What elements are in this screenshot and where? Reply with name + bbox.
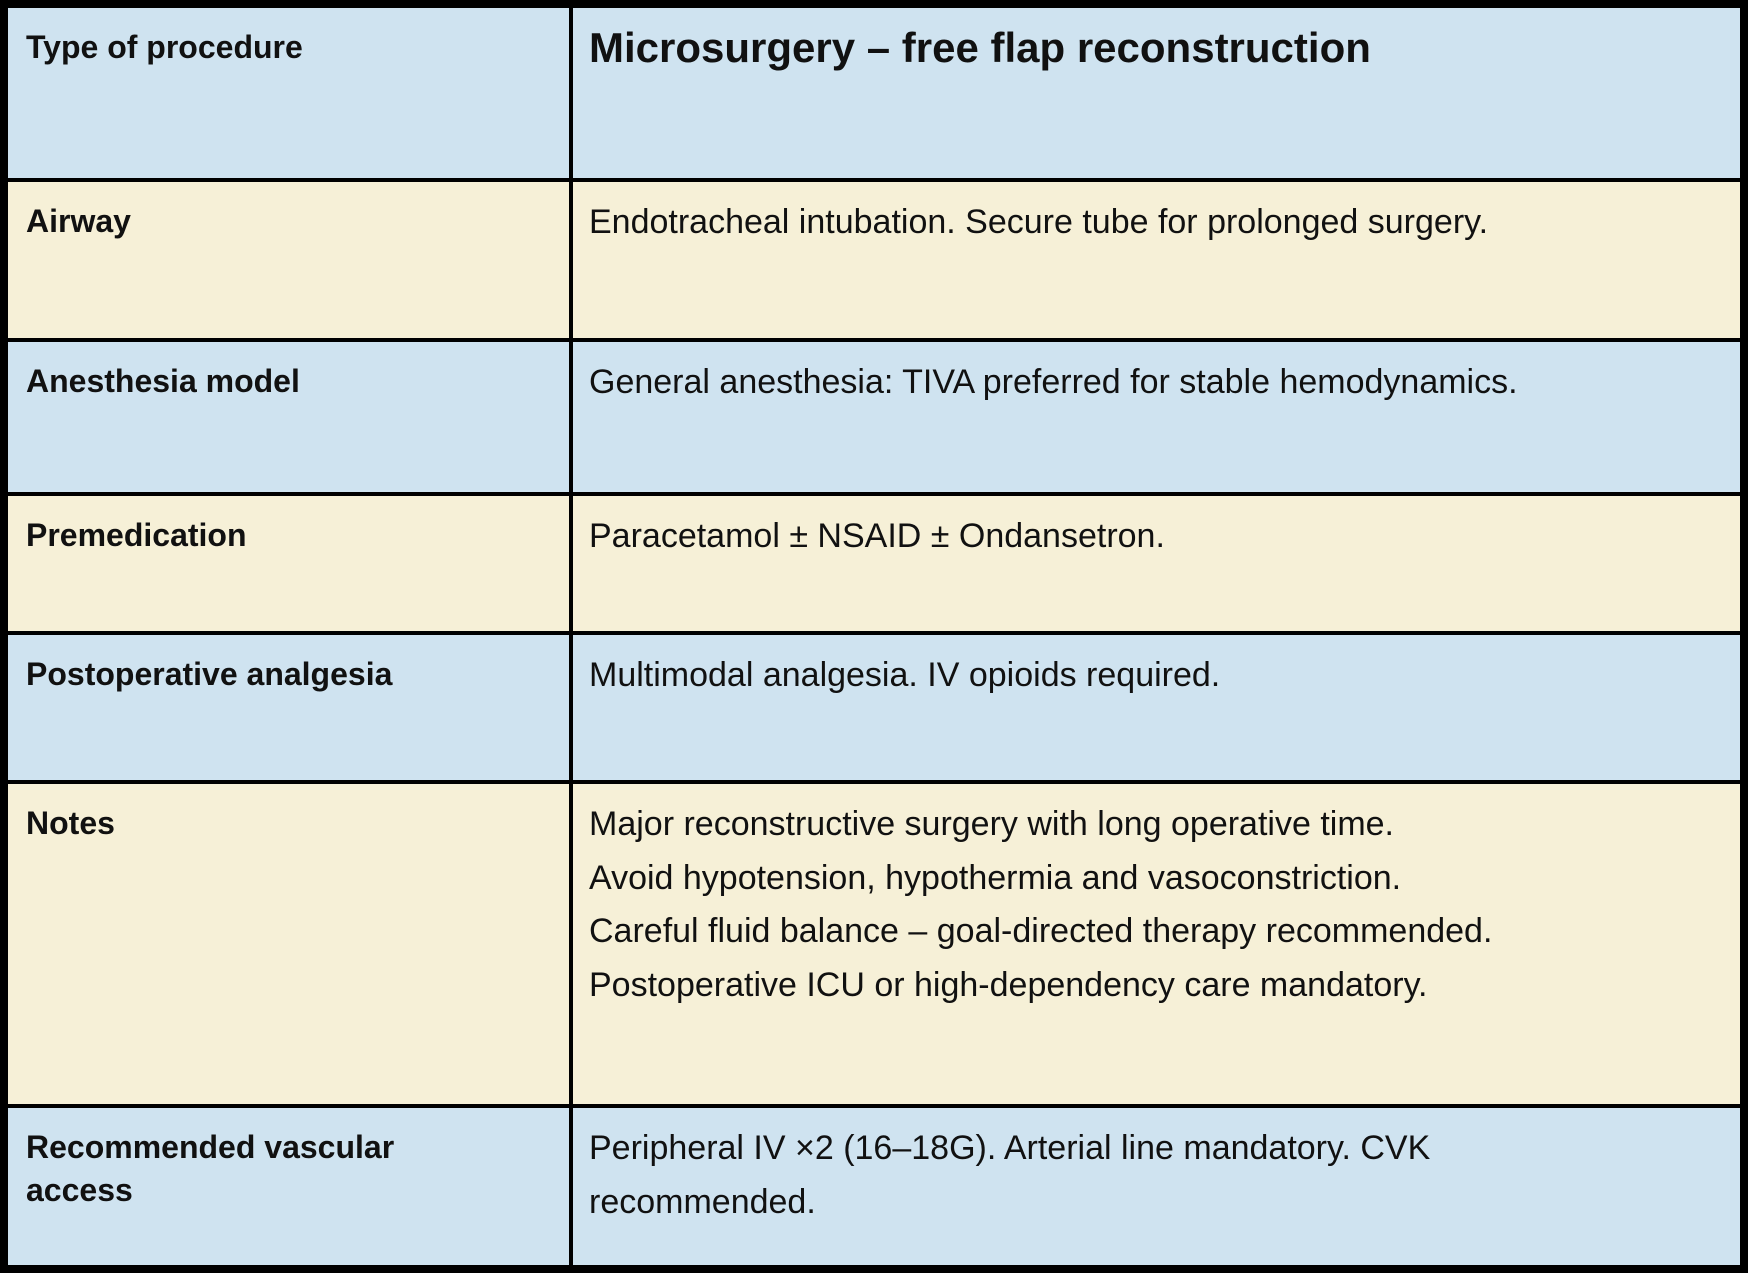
row-value-notes: Major reconstructive surgery with long o… — [569, 779, 1746, 1108]
table-row-anesthesia-model: Anesthesia model General anesthesia: TIV… — [2, 338, 1746, 497]
row-label-postoperative-analgesia: Postoperative analgesia — [2, 630, 573, 784]
table-row-airway: Airway Endotracheal intubation. Secure t… — [2, 178, 1746, 343]
row-label-notes: Notes — [2, 779, 573, 1108]
row-value-anesthesia-model: General anesthesia: TIVA preferred for s… — [569, 338, 1746, 497]
row-value-postoperative-analgesia: Multimodal analgesia. IV opioids require… — [569, 630, 1746, 784]
row-label-type-of-procedure: Type of procedure — [2, 1, 573, 183]
row-value-airway: Endotracheal intubation. Secure tube for… — [569, 178, 1746, 343]
row-label-anesthesia-model: Anesthesia model — [2, 338, 573, 497]
table-row-recommended-vascular-access: Recommended vascular access Peripheral I… — [2, 1103, 1746, 1272]
row-label-premedication: Premedication — [2, 492, 573, 635]
table-row-postoperative-analgesia: Postoperative analgesia Multimodal analg… — [2, 630, 1746, 784]
row-label-recommended-vascular-access: Recommended vascular access — [2, 1103, 573, 1272]
table-row-notes: Notes Major reconstructive surgery with … — [2, 779, 1746, 1108]
procedure-title: Microsurgery – free flap reconstruction — [569, 1, 1746, 183]
row-value-premedication: Paracetamol ± NSAID ± Ondansetron. — [569, 492, 1746, 635]
row-label-airway: Airway — [2, 178, 573, 343]
table-row-premedication: Premedication Paracetamol ± NSAID ± Onda… — [2, 492, 1746, 635]
row-value-recommended-vascular-access: Peripheral IV ×2 (16–18G). Arterial line… — [569, 1103, 1746, 1272]
table-row-type-of-procedure: Type of procedure Microsurgery – free fl… — [2, 1, 1746, 183]
